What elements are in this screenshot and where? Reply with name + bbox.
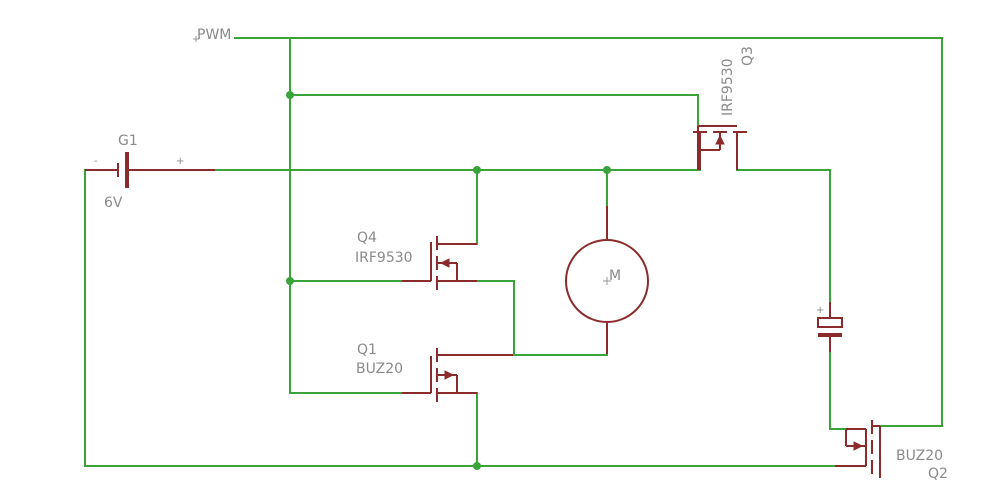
origin-markers — [193, 36, 611, 285]
label-q3-part: IRF9530 — [720, 58, 736, 116]
label-q1-name: Q1 — [357, 342, 377, 358]
label-q2-part: BUZ20 — [896, 448, 943, 464]
wire-q3-gate — [289, 94, 699, 127]
label-q3-name-rotated: Q3 — [740, 46, 756, 66]
net-label-pwm: PWM — [197, 27, 231, 43]
label-q2-name: Q2 — [928, 466, 948, 482]
label-g1-value: 6V — [104, 195, 123, 211]
wire-q4-drain — [476, 280, 515, 356]
junction-pwm-q3 — [286, 91, 294, 99]
label-g1-name: G1 — [118, 133, 138, 149]
label-q3-name: Q3 — [740, 46, 756, 66]
junction-pwm-q4 — [286, 277, 294, 285]
wire-pwm-gate-bus — [289, 37, 403, 394]
capacitor — [817, 302, 843, 352]
label-g1-plus: + — [176, 156, 184, 167]
wire-pwm-top-bus — [234, 37, 943, 427]
transistor-q3 — [693, 125, 747, 170]
wire-cap-to-q2 — [829, 351, 847, 430]
label-q4-name: Q4 — [357, 230, 377, 246]
wire-q3-drain — [736, 169, 831, 303]
motor — [513, 169, 649, 356]
label-q3-part-rotated: IRF9530 — [720, 58, 736, 116]
transistor-q1 — [402, 348, 514, 402]
junction-ground-q1 — [473, 462, 481, 470]
wire-ground-rail — [84, 169, 836, 467]
battery-g1 — [85, 152, 215, 188]
label-g1-minus: - — [94, 156, 98, 167]
label-motor: M — [609, 268, 621, 284]
label-q4-part: IRF9530 — [355, 250, 413, 266]
junctions — [286, 91, 611, 470]
transistor-q4 — [402, 236, 477, 290]
transistor-q2 — [835, 420, 881, 478]
label-q1-part: BUZ20 — [356, 361, 403, 377]
wires — [84, 37, 943, 467]
junction-rail-q4 — [473, 166, 481, 174]
label-capacitor-plus: + — [816, 305, 824, 316]
